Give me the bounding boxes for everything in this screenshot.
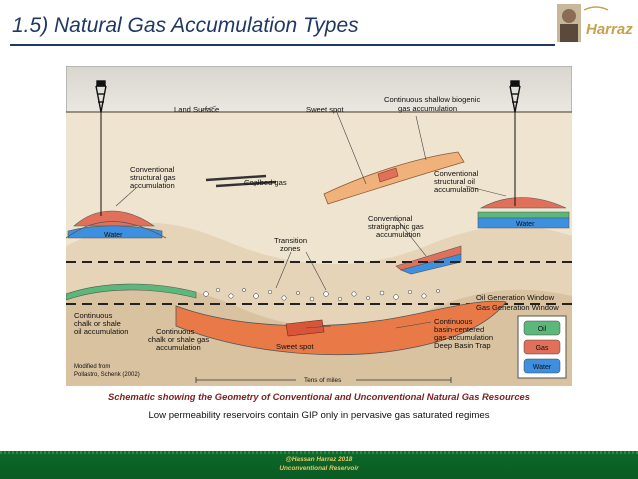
left-derrick — [95, 80, 107, 216]
chalk-gas-label-1: Continuous — [156, 327, 195, 336]
gas-window-label: Gas Generation Window — [476, 303, 559, 312]
footer-line-2: Unconventional Reservoir — [279, 465, 359, 472]
chalk-oil-label-3: oil accumulation — [74, 327, 128, 336]
biogenic-gas-lens — [323, 151, 465, 205]
conv-struct-gas-label-1: Conventional — [130, 165, 175, 174]
left-gas-cap — [73, 210, 155, 227]
conv-struct-oil-label-2: structural oil — [434, 177, 475, 186]
conv-strat-gas-label-3: accumulation — [376, 230, 421, 239]
leader-lines — [115, 105, 507, 329]
chalk-oil-label-2: chalk or shale — [74, 319, 121, 328]
transition-label-2: zones — [280, 244, 300, 253]
transition-label-1: Transition — [274, 236, 307, 245]
chalk-oil-band — [65, 283, 197, 301]
coalbed-seam-1 — [205, 174, 267, 182]
title-underline — [10, 44, 555, 46]
basin-label-3: gas accumulation — [434, 333, 493, 342]
sweet-spot-top-patch — [377, 167, 399, 183]
land-surface-label: Land Surface — [174, 105, 219, 114]
sweet-spot-bottom-patch — [285, 319, 325, 337]
legend-label-oil: Oil — [538, 326, 547, 333]
right-derrick — [509, 80, 521, 206]
scale-label: Tens of miles — [304, 377, 341, 384]
caption-plain: Low permeability reservoirs contain GIP … — [148, 410, 490, 421]
slide-title: 1.5) Natural Gas Accumulation Types — [12, 14, 359, 37]
chalk-oil-label-1: Continuous — [74, 311, 113, 320]
sky-band — [67, 67, 571, 113]
stratigraphic-water-wedge — [400, 253, 462, 275]
basin-label-4: Deep Basin Trap — [434, 341, 491, 350]
biogenic-label-1: Continuous shallow biogenic — [384, 95, 480, 104]
schematic-svg: Land Surface Sweet spot Continuous shall… — [65, 65, 573, 387]
sweet-spot-top-label: Sweet spot — [306, 105, 344, 114]
modified-from-label-1: Modified from — [74, 364, 110, 370]
right-water-layer — [477, 217, 570, 229]
chalk-gas-label-3: accumulation — [156, 343, 201, 352]
conv-struct-gas-label-3: accumulation — [130, 181, 175, 190]
legend-swatch-water — [523, 358, 561, 374]
modified-from-label-2: Pollastro, Schenk (2002) — [74, 372, 140, 378]
biogenic-label-2: gas accumulation — [398, 104, 457, 113]
water-right-label: Water — [516, 221, 535, 228]
logo-text: Harraz — [586, 21, 633, 38]
legend-label-water: Water — [533, 364, 552, 371]
conv-struct-oil-label-1: Conventional — [434, 169, 479, 178]
conv-struct-oil-label-3: accumulation — [434, 185, 479, 194]
oil-window-label: Oil Generation Window — [476, 293, 555, 302]
sweet-spot-bottom-label: Sweet spot — [276, 342, 314, 351]
schematic-diagram: Land Surface Sweet spot Continuous shall… — [65, 65, 573, 387]
footer-bar: @Hassan Harraz 2018 Unconventional Reser… — [0, 451, 638, 479]
conv-struct-gas-label-2: structural gas — [130, 173, 176, 182]
left-water-layer — [67, 225, 163, 239]
coalbed-seam-2 — [215, 180, 277, 188]
legend-label-gas: Gas — [536, 345, 549, 352]
conv-strat-gas-label-2: stratigraphic gas — [368, 222, 424, 231]
conv-strat-gas-label-1: Conventional — [368, 214, 413, 223]
legend-swatch-gas — [523, 339, 561, 355]
right-gas-cap — [479, 197, 567, 209]
water-left-label: Water — [104, 232, 123, 239]
transition-rubble — [203, 287, 440, 302]
basin-label-2: basin-centered — [434, 325, 484, 334]
caption-bold: Schematic showing the Geometry of Conven… — [108, 391, 530, 402]
coalbed-gas-label: Coalbed gas — [244, 178, 287, 187]
author-logo: Harraz — [556, 2, 636, 46]
legend-swatch-oil — [523, 320, 561, 336]
diagram-labels: Land Surface Sweet spot Continuous shall… — [74, 95, 559, 384]
chalk-gas-label-2: chalk or shale gas — [148, 335, 209, 344]
basin-label-1: Continuous — [434, 317, 473, 326]
right-oil-layer — [477, 211, 570, 219]
footer-line-1: @Hassan Harraz 2018 — [285, 456, 353, 463]
